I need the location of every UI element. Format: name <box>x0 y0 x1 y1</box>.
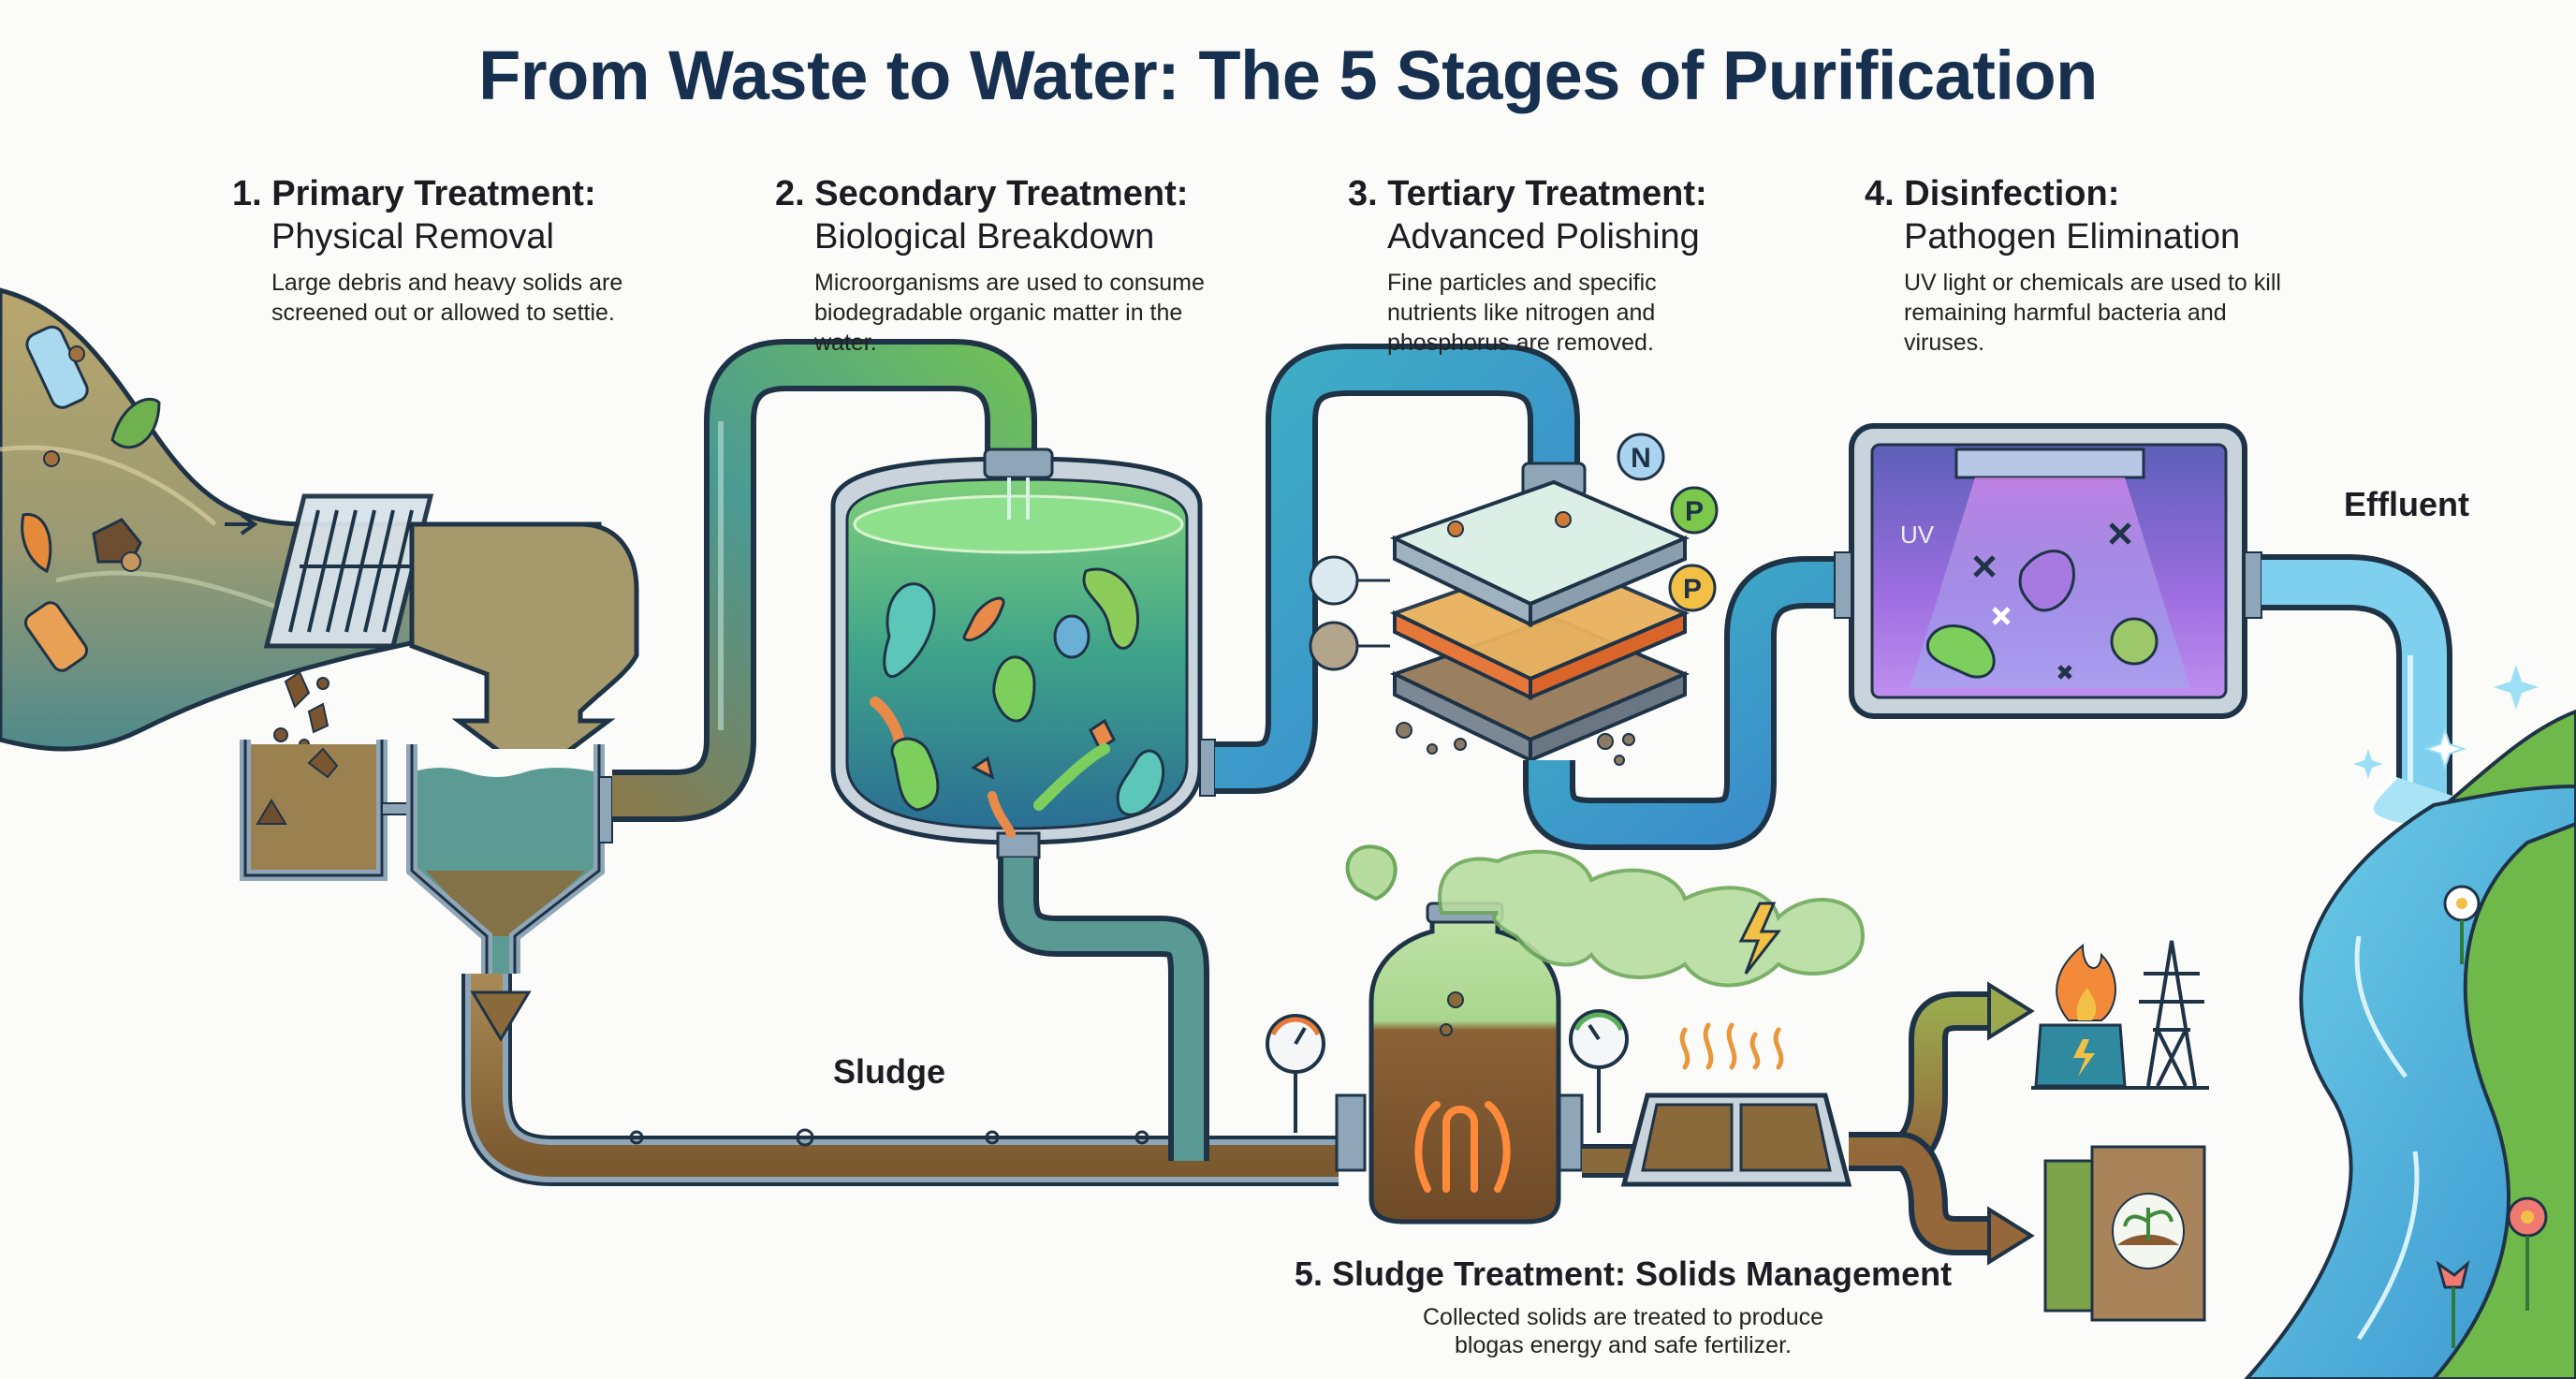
filter-to-uv-pipe <box>1523 556 1867 850</box>
settling-tank-icon <box>406 744 613 974</box>
tulip-icon <box>2436 1259 2470 1348</box>
bioreactor-tank-icon <box>830 447 1216 859</box>
flower-icon <box>2443 885 2481 964</box>
falling-solids <box>273 670 329 750</box>
river-icon <box>2244 709 2576 1379</box>
stage-subheading: Advanced Polishing <box>1387 217 1700 257</box>
stage-heading: 1. Primary Treatment: <box>232 174 596 213</box>
stage-primary-treatment: 1. Primary Treatment: Physical Removal L… <box>232 172 674 328</box>
flow-arrow-icon <box>225 513 258 535</box>
nutrient-p-text: P <box>1683 574 1702 605</box>
sparkle-icons <box>2353 665 2539 779</box>
pressure-gauge-icon <box>1266 1014 1325 1133</box>
nutrient-n-text: N <box>1631 443 1651 474</box>
uv-lamp-icon <box>1954 447 2145 479</box>
bioreactor-sludge-return-pipe <box>998 858 1209 1161</box>
flower-icon <box>2507 1196 2548 1311</box>
effluent-pipe <box>2261 554 2460 829</box>
nutrient-p-badge-yellow: P <box>1668 564 1717 612</box>
stage-disinfection: 4. Disinfection: Pathogen Elimination UV… <box>1865 172 2297 358</box>
biogas-cloud-icon <box>1345 844 1866 988</box>
orange-leaf-icon <box>21 513 52 574</box>
stage-tertiary-treatment: 3. Tertiary Treatment: Advanced Polishin… <box>1348 172 1707 358</box>
stage-heading: 5. Sludge Treatment: Solids Management <box>1294 1254 1953 1293</box>
nutrient-n-badge: N <box>1617 433 1665 481</box>
drying-bed-icon <box>1582 1093 1852 1187</box>
uv-text: UV <box>1900 521 1935 549</box>
page-title: From Waste to Water: The 5 Stages of Pur… <box>478 37 2098 114</box>
heat-waves-icon <box>1679 1022 1784 1070</box>
screenings-bin-icon <box>240 740 413 881</box>
bar-screen-icon <box>263 493 434 649</box>
stage-heading: 3. Tertiary Treatment: <box>1348 174 1707 213</box>
heating-coil-icon <box>1414 1101 1511 1193</box>
effluent-label: Effluent <box>2344 485 2469 523</box>
down-arrow-icon <box>470 990 532 1042</box>
power-tower-icon <box>2031 940 2209 1090</box>
fine-media-sample-icon <box>1309 555 1359 606</box>
nutrient-p-text: P <box>1685 496 1704 527</box>
kill-mark-icons <box>1973 522 2131 680</box>
stage-secondary-treatment: 2. Secondary Treatment: Biological Break… <box>775 172 1217 358</box>
stage-description: Large debris and heavy solids are screen… <box>271 270 623 326</box>
stage-description: UV light or chemicals are used to kill r… <box>1904 270 2281 356</box>
stage-description: Fine particles and specific nutrients li… <box>1387 270 1657 356</box>
fertilizer-bag-icon <box>2043 1145 2206 1322</box>
branch-arrow-icon <box>1849 981 2035 1266</box>
uv-chamber-icon: UV <box>1834 423 2262 719</box>
layered-filter-icon <box>1309 462 1690 766</box>
biogas-flame-icon <box>2034 943 2127 1088</box>
clarifier-to-bioreactor-pipe <box>612 339 1037 822</box>
nutrient-p-badge-green: P <box>1670 486 1719 535</box>
bottle-icon <box>23 601 89 672</box>
stage-sludge-treatment: 5. Sludge Treatment: Solids Management C… <box>1249 1253 1998 1359</box>
stage-subheading: Biological Breakdown <box>814 217 1155 257</box>
stage-description: Collected solids are treated to produce … <box>1422 1304 1824 1358</box>
coarse-media-sample-icon <box>1309 621 1359 671</box>
stage-heading: 2. Secondary Treatment: <box>775 174 1189 213</box>
pressure-gauge-icon <box>1569 1009 1629 1133</box>
stage-description: Microorganisms are used to consume biode… <box>814 270 1205 356</box>
sludge-pipe <box>461 974 1339 1186</box>
sludge-label: Sludge <box>833 1052 946 1091</box>
stage-heading: 4. Disinfection: <box>1865 174 2120 213</box>
bioreactor-to-filter-pipe <box>1215 344 1580 794</box>
leaf-icon <box>110 397 161 449</box>
primary-outflow-pipe <box>409 521 639 781</box>
stage-subheading: Pathogen Elimination <box>1904 217 2241 257</box>
rock-icon <box>92 518 142 564</box>
bacteria-icon <box>870 567 1165 838</box>
lightning-bolt-icon <box>1738 902 1782 975</box>
stage-subheading: Physical Removal <box>271 217 554 257</box>
